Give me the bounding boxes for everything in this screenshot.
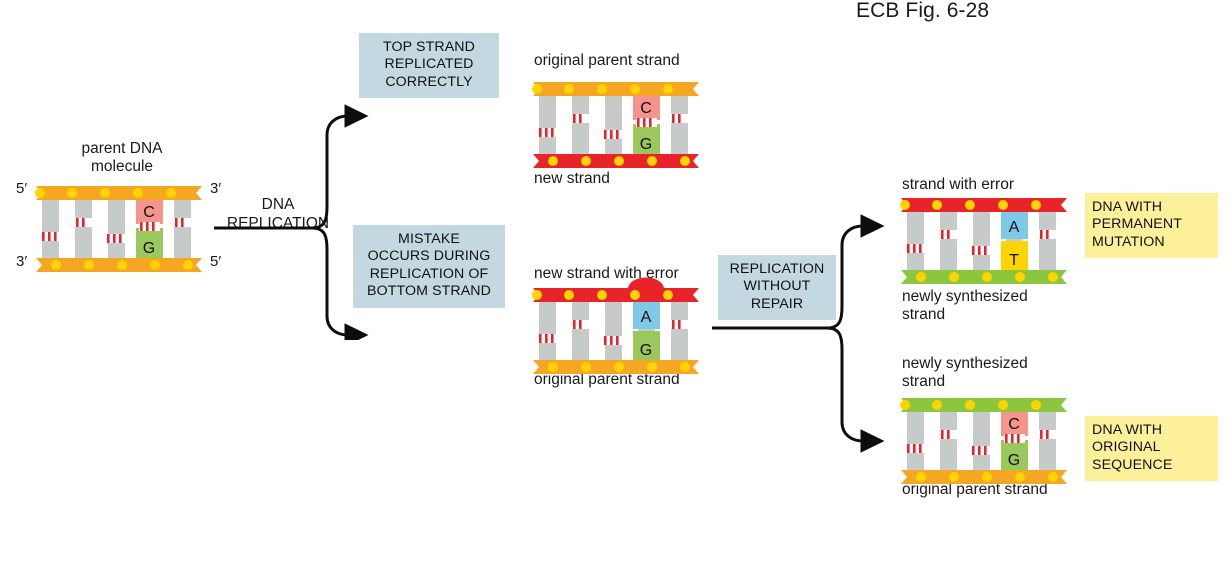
base-letter-bottom: G [1008, 452, 1020, 469]
dna-molecule-mutation: A T [900, 196, 1073, 288]
mismatch-bulge [533, 277, 699, 302]
parent-label-3prime-bottom: 3′ [16, 253, 28, 270]
arrow-fork-left [214, 104, 369, 340]
mutation-dna-caption-bottom: newly synthesized strand [902, 288, 1028, 323]
base-top-A-box [633, 298, 660, 329]
process-box-mistake: MISTAKE OCCURS DURING REPLICATION OF BOT… [353, 225, 505, 308]
dna-molecule-error: A G [532, 277, 705, 386]
backbone-bottom [533, 360, 699, 374]
dna-error-svg: A G [532, 277, 699, 374]
backbone-bottom [533, 154, 699, 168]
dna-correct-svg: C G [532, 82, 699, 168]
backbone-bottom [36, 258, 202, 272]
outcome-box-original-sequence: DNA WITH ORIGINAL SEQUENCE [1085, 416, 1218, 482]
error-dna-caption-top: new strand with error [534, 265, 679, 282]
parent-dna-caption: parent DNA molecule [81, 140, 163, 175]
base-letter-bottom: G [143, 240, 155, 257]
dna-original-svg: C G [900, 398, 1067, 484]
base-pair-rungs: A G [537, 298, 690, 361]
correct-dna-caption-top: original parent strand [534, 52, 680, 69]
base-bottom-T-box [1001, 241, 1028, 271]
base-pair-rungs: A T [905, 208, 1058, 271]
figure-reference: ECB Fig. 6-28 [856, 0, 990, 22]
backbone-top [35, 186, 202, 200]
error-dna-caption-bottom: original parent strand [534, 371, 680, 388]
base-bottom-G-box [136, 228, 163, 259]
base-letter-bottom: G [640, 342, 652, 359]
base-pair-rungs: C G [40, 194, 193, 259]
parent-label-5prime-top: 5′ [16, 180, 28, 197]
dna-molecule-original: C G [900, 396, 1073, 488]
mutation-dna-caption-top: strand with error [902, 176, 1014, 193]
base-pair-rungs: C G [905, 406, 1058, 471]
base-letter-top: C [143, 204, 155, 221]
parent-label-5prime-bottom: 5′ [210, 253, 222, 270]
outcome-box-permanent-mutation: DNA WITH PERMANENT MUTATION [1085, 193, 1218, 259]
base-letter-bottom: T [1009, 252, 1019, 269]
base-letter-top: C [1008, 416, 1020, 433]
base-bottom-G-box [633, 331, 660, 361]
base-letter-bottom: G [640, 136, 652, 153]
base-letter-top: A [641, 309, 652, 326]
correct-dna-caption-bottom: new strand [534, 170, 610, 187]
base-pair-rungs: C G [537, 90, 690, 155]
base-top-A-box [1001, 208, 1028, 239]
dna-mutation-svg: A T [900, 198, 1067, 284]
base-letter-top: C [640, 100, 652, 117]
backbone-bottom [901, 470, 1067, 484]
backbone-top [900, 398, 1067, 412]
base-bottom-G-box [1001, 440, 1028, 471]
backbone-top-with-bulge [532, 277, 699, 302]
dna-molecule-correct: C G [532, 80, 705, 172]
original-dna-caption-top: newly synthesized strand [902, 355, 1028, 390]
parent-label-3prime-top: 3′ [210, 180, 222, 197]
backbone-bottom [901, 270, 1067, 284]
base-bottom-G-box [633, 124, 660, 155]
backbone-top [900, 198, 1067, 212]
dna-molecule-parent: C G [35, 184, 208, 276]
base-letter-top: A [1009, 219, 1020, 236]
backbone-top [532, 82, 699, 96]
original-dna-caption-bottom: original parent strand [902, 481, 1048, 498]
process-box-replication-without-repair: REPLICATION WITHOUT REPAIR [718, 255, 836, 321]
process-box-top-correct: TOP STRAND REPLICATED CORRECTLY [359, 33, 499, 99]
arrow-fork-right [712, 214, 885, 453]
dna-parent-svg: C G [35, 186, 202, 272]
